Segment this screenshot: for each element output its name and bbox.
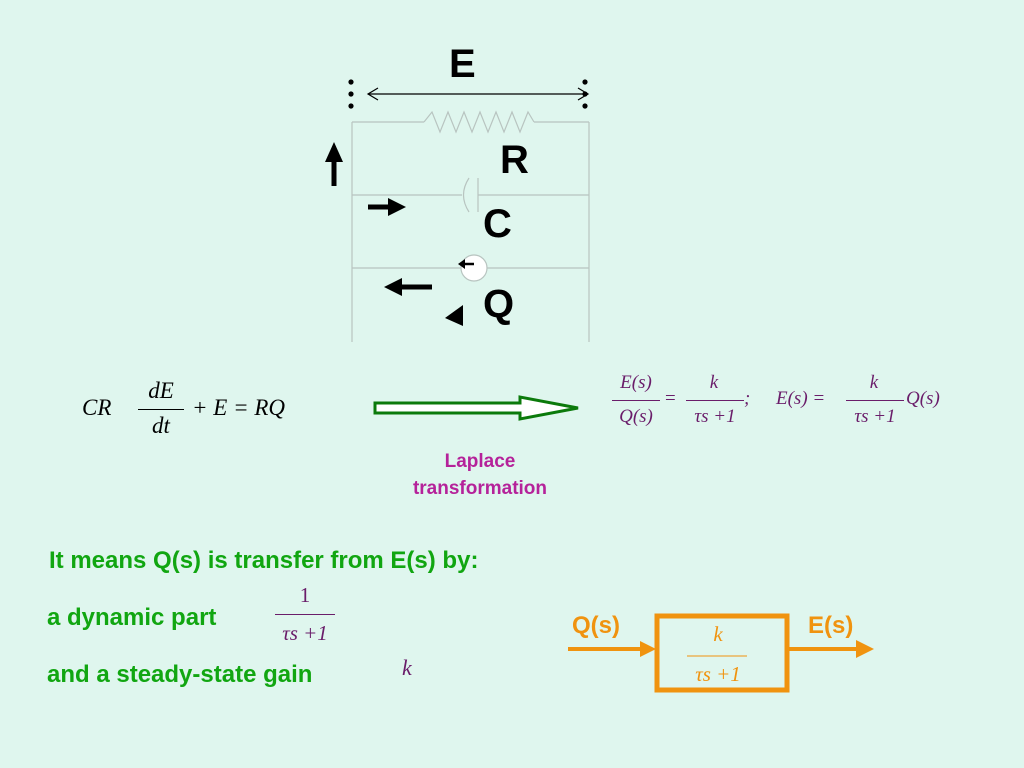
tf-tail: Q(s) (906, 388, 940, 409)
label-c: C (483, 202, 512, 246)
label-q: Q (483, 282, 515, 326)
block-diagram (568, 613, 874, 693)
tf2-bar (686, 400, 744, 401)
dyn-num: 1 (299, 583, 311, 607)
laplace-line1: Laplace (444, 451, 516, 472)
tf3-num: k (869, 372, 879, 393)
tf1-num: E(s) (620, 372, 652, 393)
dot-marker (348, 91, 354, 97)
block-input-label: Q(s) (572, 612, 620, 639)
block-num: k (713, 622, 723, 646)
dyn-bar (275, 614, 335, 615)
transfer-block (654, 613, 790, 693)
tf-sep: ; (744, 388, 751, 409)
dot-marker (348, 103, 354, 109)
differential-equation: CR dE dt + E = RQ (80, 378, 370, 442)
gain-k: k (402, 655, 412, 680)
explanation-line3: and a steady-state gain (47, 661, 313, 688)
laplace-arrow (373, 395, 579, 421)
tf-equals: = (665, 388, 676, 409)
block-den: τs +1 (695, 662, 741, 686)
transfer-equation: E(s) Q(s) = k τs +1 ; E(s) = k τs +1 Q(s… (610, 370, 960, 434)
eq-den: dt (152, 413, 170, 438)
dynamic-part-fraction: 1 τs +1 (272, 583, 342, 653)
capacitor-plate (462, 177, 470, 213)
label-r: R (500, 138, 529, 182)
explanation-line1: It means Q(s) is transfer from E(s) by: (49, 547, 479, 574)
block-output-label: E(s) (808, 612, 854, 639)
tf3-den: τs +1 (854, 406, 896, 427)
eq-coeff: CR (82, 395, 112, 420)
tf1-den: Q(s) (619, 406, 653, 427)
tf3-bar (846, 400, 904, 401)
tf-lhs2: E(s) = (776, 388, 826, 409)
eq-num: dE (148, 378, 174, 403)
tf2-num: k (709, 372, 719, 393)
laplace-line2: transformation (412, 478, 548, 499)
dyn-den: τs +1 (282, 621, 328, 645)
eq-fraction-bar (138, 409, 184, 410)
dot-marker (348, 79, 354, 85)
dot-marker (582, 103, 588, 109)
laplace-label: Laplace transformation (380, 448, 580, 502)
resistor-zigzag (423, 110, 535, 134)
tf1-bar (612, 400, 660, 401)
tf2-den: τs +1 (694, 406, 736, 427)
eq-rest: + E = RQ (192, 395, 285, 420)
explanation-line2: a dynamic part (47, 604, 217, 631)
small-triangle-arrow (445, 305, 463, 326)
label-e: E (449, 42, 476, 86)
dot-marker (582, 79, 588, 85)
